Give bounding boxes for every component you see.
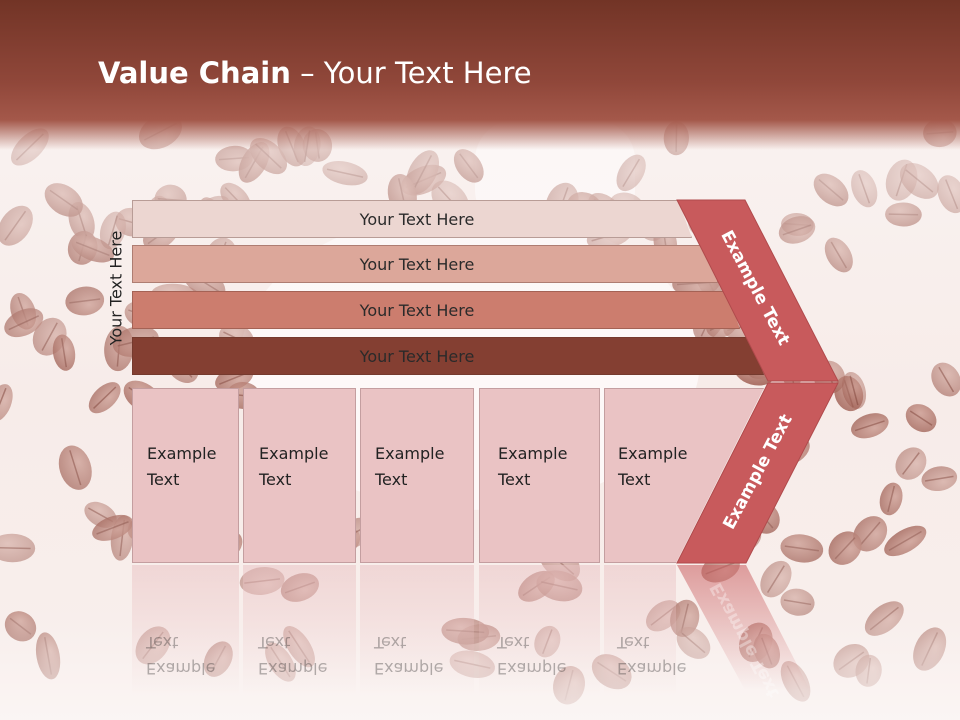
box-2-line1: Example <box>259 444 329 463</box>
bar-3-label: Your Text Here <box>359 300 475 320</box>
box-5-line1: Example <box>618 444 688 463</box>
bar-2-label: Your Text Here <box>359 254 475 274</box>
chevron-upper <box>676 199 839 382</box>
bar-2: Your Text Here <box>132 245 718 283</box>
title-bold: Value Chain <box>98 56 291 90</box>
box-2-line2: Text <box>259 470 292 489</box>
box-5-line2: Text <box>618 470 651 489</box>
slide-title: Value Chain – Your Text Here <box>98 56 532 90</box>
box-3-line1: Example <box>375 444 445 463</box>
bar-4: Your Text Here <box>132 337 764 375</box>
chevron-lower <box>676 382 839 564</box>
chevron-reflection <box>677 565 810 690</box>
bar-3: Your Text Here <box>132 291 740 329</box>
box-1-line1: Example <box>147 444 217 463</box>
box-3-line2: Text <box>375 470 408 489</box>
box-4-line2: Text <box>498 470 531 489</box>
box-4-line1: Example <box>498 444 568 463</box>
title-rest: – Your Text Here <box>290 56 532 90</box>
bar-1-label: Your Text Here <box>359 209 475 229</box>
bar-1: Your Text Here <box>132 200 692 238</box>
header-band <box>0 0 960 150</box>
box-1-line2: Text <box>147 470 180 489</box>
bar-4-label: Your Text Here <box>359 346 475 366</box>
